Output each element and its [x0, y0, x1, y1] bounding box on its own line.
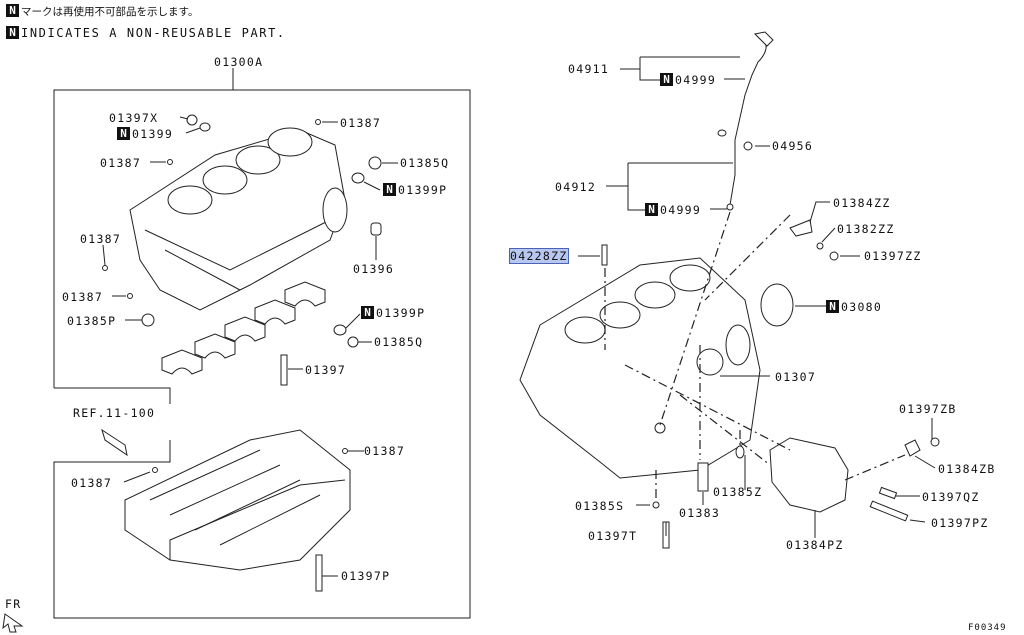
cylinder-block-main [519, 257, 761, 479]
leader-lines-left [102, 116, 398, 577]
part-01382zz [816, 242, 824, 250]
sleeve-01396 [370, 222, 382, 236]
bolt-04956 [743, 141, 753, 151]
part-label-01387-d[interactable]: 01387 [62, 290, 104, 304]
assembly-frame [53, 89, 471, 619]
part-label-01385q-b[interactable]: 01385Q [374, 335, 424, 349]
plug-01385z [735, 445, 745, 459]
seal-03080 [760, 283, 794, 327]
part-label-01385z[interactable]: 01385Z [713, 485, 763, 499]
bolt-01397zb [930, 437, 940, 447]
ref-label[interactable]: REF.11-100 [73, 406, 156, 420]
plug-01397x [186, 114, 198, 126]
part-label-01397p[interactable]: 01397P [341, 569, 391, 583]
part-label-01384zz[interactable]: 01384ZZ [833, 196, 891, 210]
plug-01307 [696, 348, 724, 376]
pin-01387-b [167, 159, 173, 165]
ring-04999 [726, 203, 734, 211]
front-label: FR [5, 597, 22, 611]
sleeve-01383 [697, 462, 709, 492]
pin-01387 [315, 119, 321, 125]
leader-lines [578, 56, 936, 538]
plug-01385q [368, 156, 382, 170]
n-mark-icon: N [383, 183, 396, 196]
bolt-01397qz [878, 486, 898, 500]
part-label-01383[interactable]: 01383 [679, 506, 721, 520]
part-label-01397pz[interactable]: 01397PZ [931, 516, 989, 530]
dashed-guide-5 [679, 394, 771, 466]
bolt-01397pz [869, 500, 909, 522]
part-label-01387-b[interactable]: 01387 [100, 156, 142, 170]
figure-code: F00349 [968, 623, 1007, 633]
assembly-frame-top [53, 68, 234, 388]
bracket-01384zz [789, 219, 813, 237]
oil-dipstick [717, 31, 774, 206]
part-label-01397qz[interactable]: 01397QZ [922, 490, 980, 504]
lower-crankcase [124, 429, 351, 571]
plug-01385p [141, 313, 155, 327]
part-label-01387-f[interactable]: 01387 [71, 476, 113, 490]
plug-01385s [652, 501, 660, 509]
n-mark-icon: N [117, 127, 130, 140]
part-label-01387[interactable]: 01387 [340, 116, 382, 130]
dashed-guide-2 [704, 214, 791, 301]
pin-01387-c [102, 265, 108, 271]
n-mark-icon: N [6, 4, 19, 17]
bearing-caps [161, 281, 326, 375]
assembly-frame-notch [54, 387, 171, 404]
dashed-guide-6 [844, 454, 906, 481]
part-label-01397x[interactable]: 01397X [109, 111, 159, 125]
gasket-01399p [351, 172, 365, 184]
part-label-04912[interactable]: 04912 [555, 180, 597, 194]
bolt-01397p [315, 554, 323, 592]
part-label-01396[interactable]: 01396 [353, 262, 395, 276]
cylinder-block-upper [129, 127, 348, 311]
part-label-01387-e[interactable]: 01387 [364, 444, 406, 458]
part-label-01397[interactable]: 01397 [305, 363, 347, 377]
n-mark-icon: N [826, 300, 839, 313]
cover-01384pz [769, 437, 849, 513]
pin-01387-e [342, 448, 348, 454]
n-mark-icon: N [361, 306, 374, 319]
bolt-04228zz [601, 244, 608, 266]
n-mark-icon: N [645, 203, 658, 216]
front-arrow-icon [2, 613, 24, 633]
frame-title[interactable]: 01300A [214, 55, 264, 69]
part-label-04956[interactable]: 04956 [772, 139, 814, 153]
part-label-01387-c[interactable]: 01387 [80, 232, 122, 246]
gasket-01399p-b [333, 324, 347, 336]
part-label-01385p[interactable]: 01385P [67, 314, 117, 328]
part-label-01397zb[interactable]: 01397ZB [899, 402, 957, 416]
part-label-01385q[interactable]: 01385Q [400, 156, 450, 170]
n-mark-icon: N [6, 26, 19, 39]
part-label-01385s[interactable]: 01385S [575, 499, 625, 513]
pin-01387-f [152, 467, 158, 473]
n-mark-icon: N [660, 73, 673, 86]
dashed-guide-4 [624, 364, 791, 451]
gasket-01399 [199, 122, 211, 132]
ref-part [101, 428, 128, 457]
plug-01385q-b [347, 336, 359, 348]
part-label-01384pz[interactable]: 01384PZ [786, 538, 844, 552]
bracket-01384zb [904, 439, 921, 457]
bolt-01397 [280, 354, 288, 386]
part-label-01397zz[interactable]: 01397ZZ [864, 249, 922, 263]
part-label-01384zb[interactable]: 01384ZB [938, 462, 996, 476]
part-label-01382zz[interactable]: 01382ZZ [837, 222, 895, 236]
part-label-01397t[interactable]: 01397T [588, 529, 638, 543]
part-label-01307[interactable]: 01307 [775, 370, 817, 384]
part-label-04228zz[interactable]: 04228ZZ [509, 248, 569, 264]
part-label-04911[interactable]: 04911 [568, 62, 610, 76]
bolt-01397zz [829, 251, 839, 261]
pin-01387-d [127, 293, 133, 299]
